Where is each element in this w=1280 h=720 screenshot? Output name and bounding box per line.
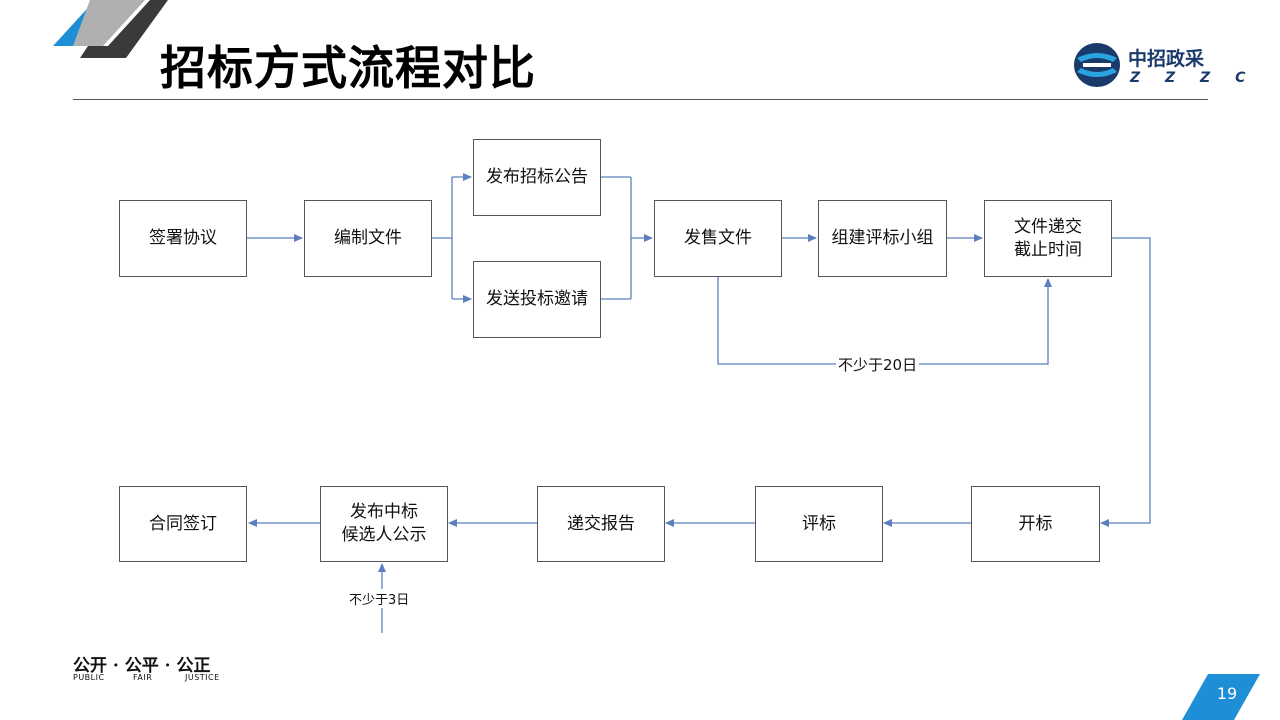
page-title: 招标方式流程对比 xyxy=(160,41,536,95)
node-label-line1: 发布中标 xyxy=(350,502,418,522)
node-label: 递交报告 xyxy=(567,513,635,534)
node-label: 发布招标公告 xyxy=(486,167,588,187)
accent-stripe-grey xyxy=(73,0,145,46)
title-divider xyxy=(73,99,1208,100)
node-label-line2: 候选人公示 xyxy=(341,525,427,545)
node-publish-announcement: 发布招标公告 xyxy=(473,139,601,216)
node-sign-contract: 合同签订 xyxy=(119,486,247,562)
label-min-3-days: 不少于3日 xyxy=(347,589,412,608)
footer-motto-en: PUBLIC FAIR JUSTICE xyxy=(73,673,220,682)
node-label: 开标 xyxy=(1018,513,1053,534)
node-label: 发售文件 xyxy=(684,228,752,248)
arrow-deadline-to-opening xyxy=(1100,237,1151,527)
node-sell-documents: 发售文件 xyxy=(654,200,782,277)
node-submission-deadline: 文件递交 截止时间 xyxy=(984,200,1112,277)
node-bid-opening: 开标 xyxy=(971,486,1100,562)
node-label: 签署协议 xyxy=(149,228,217,248)
node-evaluation: 评标 xyxy=(755,486,883,562)
logo-abbrev: Z Z Z C xyxy=(1130,70,1256,86)
node-label: 合同签订 xyxy=(149,513,217,534)
node-label: 发送投标邀请 xyxy=(486,289,588,309)
footer-justice: JUSTICE xyxy=(185,673,220,682)
arrow-sell-to-deadline-20days xyxy=(717,277,1052,365)
page-number-tab xyxy=(1182,674,1260,720)
page-number: 19 xyxy=(1216,684,1238,703)
footer-public: PUBLIC xyxy=(73,673,105,682)
logo-name: 中招政采 xyxy=(1128,48,1205,70)
node-send-invitation: 发送投标邀请 xyxy=(473,261,601,338)
node-label: 评标 xyxy=(802,513,836,534)
node-form-panel: 组建评标小组 xyxy=(818,200,947,277)
node-sign-agreement: 签署协议 xyxy=(119,200,247,277)
footer-motto: 公开 · 公平 · 公正 xyxy=(73,656,211,676)
accent-stripe-dark xyxy=(80,0,168,58)
footer-fair: FAIR xyxy=(133,673,153,682)
node-prepare-documents: 编制文件 xyxy=(304,200,432,277)
node-label-line2: 截止时间 xyxy=(1014,239,1082,260)
node-label: 编制文件 xyxy=(334,228,402,248)
header-decoration xyxy=(53,0,168,58)
node-label: 组建评标小组 xyxy=(831,228,934,248)
node-label-line1: 文件递交 xyxy=(1014,216,1082,237)
label-min-20-days: 不少于20日 xyxy=(836,354,920,375)
node-candidate-publicity: 发布中标 候选人公示 xyxy=(320,486,448,562)
logo-icon xyxy=(1074,43,1120,87)
node-submit-report: 递交报告 xyxy=(537,486,665,562)
